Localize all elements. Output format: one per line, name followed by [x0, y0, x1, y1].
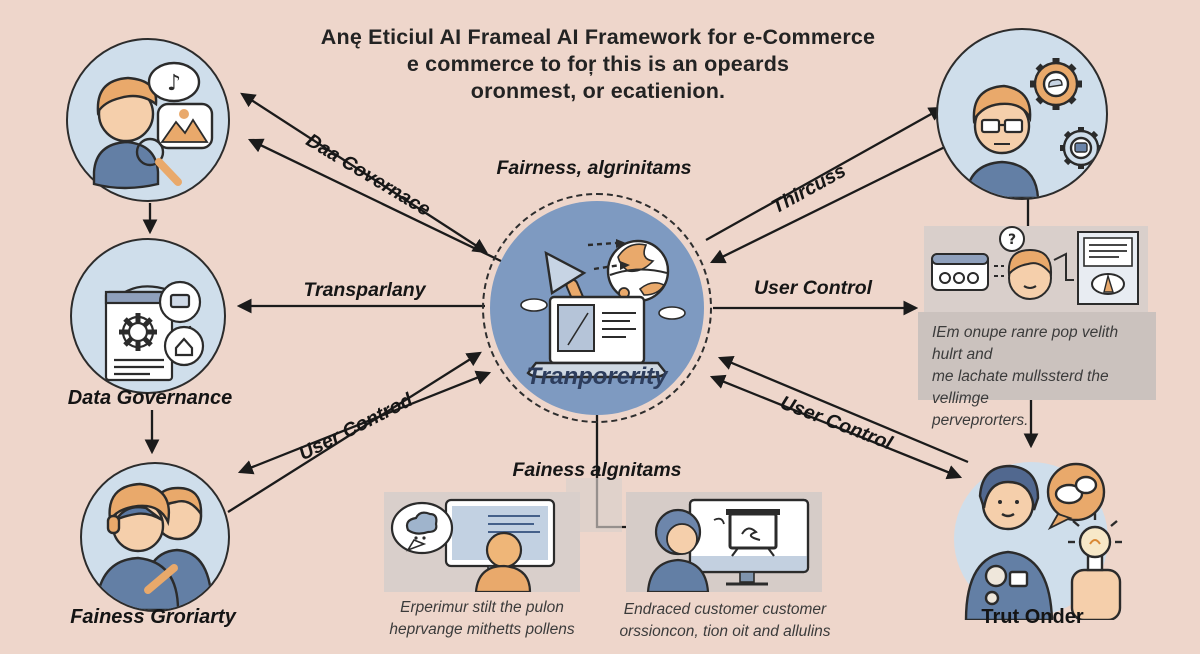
- person-hair: [978, 464, 1040, 511]
- bottom-left-panel: [384, 492, 580, 592]
- hand-lightbulb-icon: [1068, 513, 1122, 620]
- analyst-hair: [972, 84, 1032, 125]
- person-left-fringe: [112, 506, 163, 523]
- presentation-monitor-illustration: [646, 498, 810, 592]
- node-trust-label: Trut Onder: [981, 606, 1084, 628]
- badge-icon: [984, 564, 1008, 588]
- right-panel: ?: [924, 226, 1148, 312]
- held-item-icon: [144, 564, 178, 594]
- bottom-right-caption: Endraced customer customer orssioncon, t…: [619, 601, 831, 640]
- glasses-icon: [980, 118, 1001, 134]
- thought-bubble: [999, 226, 1025, 252]
- node-fairness-circle: [80, 462, 230, 612]
- laptop-image-box: [557, 304, 595, 352]
- analyst-body: [964, 160, 1040, 198]
- edge-label-fairness-top: Fairness, algrinitams: [496, 157, 692, 179]
- cloud-icon: [405, 511, 438, 535]
- home-icon: [174, 337, 194, 357]
- gear-cloud-icon: [1030, 58, 1082, 110]
- edge-label-thircuss: Thircuss: [767, 159, 850, 219]
- customer-hair: [1007, 248, 1053, 277]
- gear-robot-icon: [1060, 127, 1102, 169]
- node-data-governance-label: Data Governance: [67, 387, 233, 409]
- person-body: [646, 558, 710, 592]
- person-silhouette-head: [485, 531, 523, 569]
- data-governance-illustration: [104, 280, 205, 382]
- mountains-icon: [160, 118, 209, 143]
- sun-icon: [179, 109, 189, 119]
- easel-icon: [728, 512, 778, 550]
- music-note-icon: ♪: [167, 71, 181, 96]
- diagram-title: Anę Eticiul AI Frameal AI Framework for …: [320, 25, 876, 103]
- arrow-topright-to-center: [709, 140, 956, 264]
- bottom-left-caption: Erperimur stilt the pulon heprvange mith…: [389, 599, 575, 638]
- node-fairness-label: Fainess Groriarty: [70, 606, 236, 628]
- edge-label-fairness-bottom: Fainess algnitams: [512, 459, 682, 481]
- transparency-launch-illustration: [520, 239, 686, 379]
- ai-gears-illustration: [964, 58, 1102, 198]
- dashed-trail: [593, 263, 621, 271]
- rocket-icon: [544, 250, 587, 295]
- chat-monitor-illustration: [390, 498, 556, 592]
- cloud-icon: [520, 298, 548, 312]
- person-left-curly-hair: [108, 482, 171, 527]
- magnifier-handle-icon: [155, 158, 182, 186]
- badge-icon: [984, 590, 1000, 606]
- headphone-icon: [106, 514, 121, 535]
- person-shoulder: [92, 140, 160, 190]
- right-caption-text: IEm onupe ranre pop velith hulrt and me …: [932, 324, 1119, 429]
- badge-icon: [1008, 570, 1029, 588]
- glasses-icon: [1003, 118, 1024, 134]
- node-center-label: Tranporerity: [526, 363, 668, 390]
- cloud-icon: [658, 306, 686, 320]
- person-silhouette-body: [474, 564, 532, 592]
- node-top-left-circle: ♪: [66, 38, 230, 202]
- node-data-governance-circle: [70, 238, 226, 394]
- question-mark-icon: ?: [1008, 232, 1016, 248]
- home-badge-icon: [163, 325, 205, 367]
- node-center-circle: Tranporerity: [482, 193, 712, 423]
- laptop-base: [526, 361, 668, 379]
- edge-label-transparency: Transparlany: [303, 279, 426, 301]
- user-insight-illustration: ?: [931, 226, 1139, 305]
- user-research-illustration: ♪: [92, 61, 214, 190]
- edge-label-user-control-left: User Controd: [295, 388, 417, 466]
- bottom-right-panel: [626, 492, 822, 592]
- magnifier-lens-icon: [135, 137, 165, 167]
- edge-label-data-governance: Daa Covernace: [302, 129, 435, 221]
- edge-label-user-control-bottom: User Control: [777, 391, 896, 455]
- person-left-body: [94, 556, 180, 610]
- trust-person-illustration: [964, 462, 1122, 620]
- dashed-trail: [587, 241, 617, 247]
- edge-label-user-control-right: User Control: [753, 277, 873, 299]
- person-hair: [96, 76, 158, 116]
- fairness-people-illustration: [94, 482, 214, 610]
- gray-patch: [566, 478, 622, 532]
- right-caption-box: IEm onupe ranre pop velith hulrt and me …: [918, 312, 1156, 429]
- node-top-right-circle: [936, 28, 1108, 200]
- speech-bubble: [147, 61, 201, 103]
